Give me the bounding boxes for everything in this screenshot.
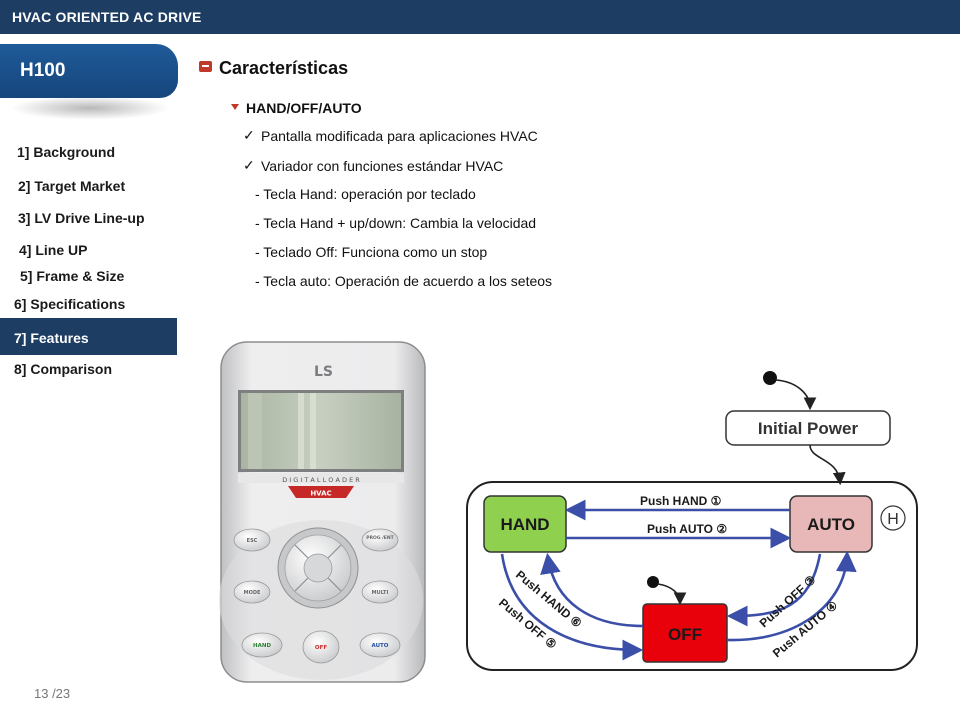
check-icon: ✓ (243, 157, 255, 173)
initial-power-label: Initial Power (758, 419, 859, 438)
keypad-mode-label: MODE (244, 590, 261, 596)
feature-line-2: Variador con funciones estándar HVAC (261, 158, 504, 174)
product-tab-shadow (10, 96, 170, 120)
top-banner: HVAC ORIENTED AC DRIVE (0, 0, 960, 34)
label-push-auto-2: Push AUTO ② (647, 522, 727, 536)
nav-item-features[interactable]: 7] Features (14, 330, 89, 346)
key-hand-updown-desc: - Tecla Hand + up/down: Cambia la veloci… (255, 215, 537, 231)
key-hand-desc: - Tecla Hand: operación por teclado (255, 186, 476, 202)
keypad-off-label: OFF (315, 645, 327, 651)
document-title: HVAC ORIENTED AC DRIVE (12, 9, 202, 25)
section-title: Características (219, 58, 349, 78)
hand-state-label: HAND (500, 515, 549, 534)
subsection-arrow-icon (231, 104, 239, 110)
keypad-hvac-badge: HVAC (310, 490, 331, 498)
auto-state-box (789, 495, 873, 553)
auto-state-label: AUTO (807, 515, 855, 534)
product-name: H100 (20, 60, 66, 81)
transition-hand-to-off (500, 553, 644, 661)
transition-auto-to-off (726, 553, 822, 627)
transition-off-to-auto (726, 550, 857, 642)
key-off-desc: - Teclado Off: Funciona como un stop (255, 244, 488, 260)
subsection-title: HAND/OFF/AUTO (246, 100, 362, 116)
nav-item-frame-size[interactable]: 5] Frame & Size (20, 268, 125, 284)
keypad-prog-label: PROG /ENT (366, 535, 394, 541)
nav-item-target-market[interactable]: 2] Target Market (18, 178, 126, 194)
section-bullet-icon (199, 61, 212, 72)
keypad-hand-label: HAND (253, 643, 271, 649)
hand-off-auto-diagram: Initial Power HAND AUTO H OFF Push HAND … (466, 371, 918, 671)
nav-item-specifications[interactable]: 6] Specifications (14, 296, 126, 312)
nav-item-features-highlight[interactable] (0, 318, 177, 355)
off-state-box (642, 603, 728, 663)
initial-dot (763, 371, 777, 385)
history-marker-label: H (887, 511, 899, 528)
nav-item-lv-drive-line-up[interactable]: 3] LV Drive Line-up (18, 210, 145, 226)
hand-state-box (483, 495, 567, 553)
label-push-hand-1: Push HAND ① (640, 494, 722, 508)
product-tab (0, 44, 178, 98)
keypad-auto-label: AUTO (372, 643, 389, 649)
state-frame (466, 481, 918, 671)
keypad-multi-label: MULTI (372, 590, 389, 596)
nav-item-comparison[interactable]: 8] Comparison (14, 361, 113, 377)
keypad-band-text: D I G I T A L L O A D E R (282, 476, 360, 484)
transition-off-to-hand (540, 552, 644, 628)
page-number: 13 /23 (34, 686, 71, 701)
off-initial-dot (647, 576, 659, 588)
keypad-logo: LS (314, 364, 333, 380)
initial-power-box (725, 410, 891, 446)
history-marker (880, 505, 906, 531)
nav-item-background[interactable]: 1] Background (17, 144, 116, 160)
keypad-esc-label: ESC (247, 538, 258, 544)
feature-line-1: Pantalla modificada para aplicaciones HV… (261, 128, 538, 144)
nav-item-line-up[interactable]: 4] Line UP (19, 242, 88, 258)
check-icon: ✓ (243, 127, 255, 143)
keypad-illustration: LS D I G I T A L L O A D E R HVAC ESC PR… (219, 341, 426, 683)
off-state-label: OFF (668, 625, 702, 644)
key-auto-desc: - Tecla auto: Operación de acuerdo a los… (255, 273, 553, 289)
